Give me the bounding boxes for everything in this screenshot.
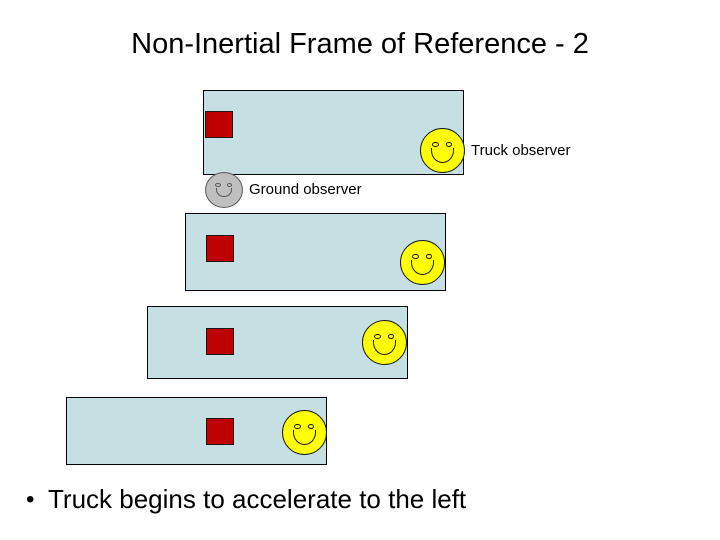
eye-right-icon [425, 253, 433, 259]
bullet-line: • Truck begins to accelerate to the left [26, 484, 686, 515]
eye-right-icon [226, 183, 233, 188]
truck-observer-face-1 [420, 128, 465, 173]
crate-block-1 [205, 111, 233, 138]
ground-observer-label: Ground observer [249, 181, 362, 198]
eye-left-icon [294, 423, 301, 429]
truck-observer-face-3 [362, 320, 407, 365]
eye-right-icon [307, 423, 315, 429]
smile-icon [216, 188, 232, 198]
truck-observer-label: Truck observer [471, 142, 571, 159]
truck-observer-face-4 [282, 410, 327, 455]
smile-icon [431, 148, 454, 163]
smile-icon [293, 430, 316, 445]
eye-left-icon [412, 253, 419, 259]
crate-block-4 [206, 418, 234, 445]
truck-observer-face-2 [400, 240, 445, 285]
eye-right-icon [445, 141, 453, 147]
eye-left-icon [374, 333, 381, 339]
bullet-text: Truck begins to accelerate to the left [48, 484, 467, 514]
crate-block-3 [206, 328, 234, 355]
eye-left-icon [432, 141, 439, 147]
page-title: Non-Inertial Frame of Reference - 2 [131, 28, 589, 60]
smile-icon [411, 260, 434, 275]
eye-left-icon [215, 183, 221, 188]
ground-observer-face [205, 172, 243, 208]
smile-icon [373, 340, 396, 355]
truck-body-1 [203, 90, 464, 175]
eye-right-icon [387, 333, 395, 339]
crate-block-2 [206, 235, 234, 262]
bullet-marker-icon: • [26, 485, 35, 513]
